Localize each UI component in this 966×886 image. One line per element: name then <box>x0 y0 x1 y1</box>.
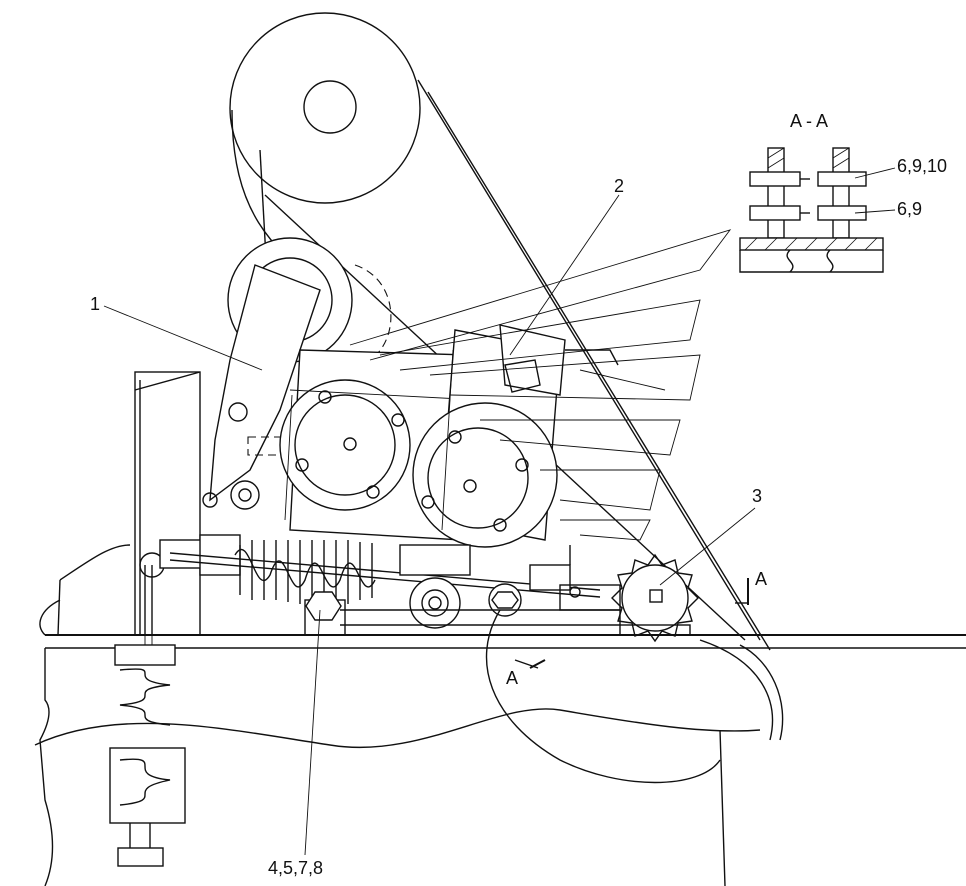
section-a-a-detail: A - A 6,9,10 6,9 <box>739 111 947 273</box>
callout-1-group: 1 <box>90 294 263 371</box>
section-letter-right: A <box>755 569 767 589</box>
guard-fins <box>349 229 732 541</box>
callout-2-group: 2 <box>509 176 624 356</box>
section-title: A - A <box>790 111 828 131</box>
callout-3-group: 3 <box>659 486 762 586</box>
callout-3: 3 <box>752 486 762 506</box>
chain-guard <box>485 609 784 784</box>
callout-6-9-10: 6,9,10 <box>897 156 947 176</box>
callout-1: 1 <box>90 294 100 314</box>
section-letter-left: A <box>506 668 518 688</box>
section-marker-left: A <box>506 659 546 688</box>
callout-6-9: 6,9 <box>897 199 922 219</box>
motor-housing-right <box>412 324 619 548</box>
spring-rod-assembly <box>139 534 601 635</box>
callout-4-5-7-8: 4,5,7,8 <box>268 858 323 878</box>
lower-spring-unit <box>109 635 186 867</box>
callout-4-5-7-8-group: 4,5,7,8 <box>268 609 323 878</box>
tensioner-arm <box>202 264 321 510</box>
section-marker-right: A <box>735 569 767 605</box>
base-rollers <box>304 577 621 636</box>
upper-pulley <box>229 12 421 204</box>
drive-sprocket <box>611 553 699 643</box>
callout-2: 2 <box>614 176 624 196</box>
